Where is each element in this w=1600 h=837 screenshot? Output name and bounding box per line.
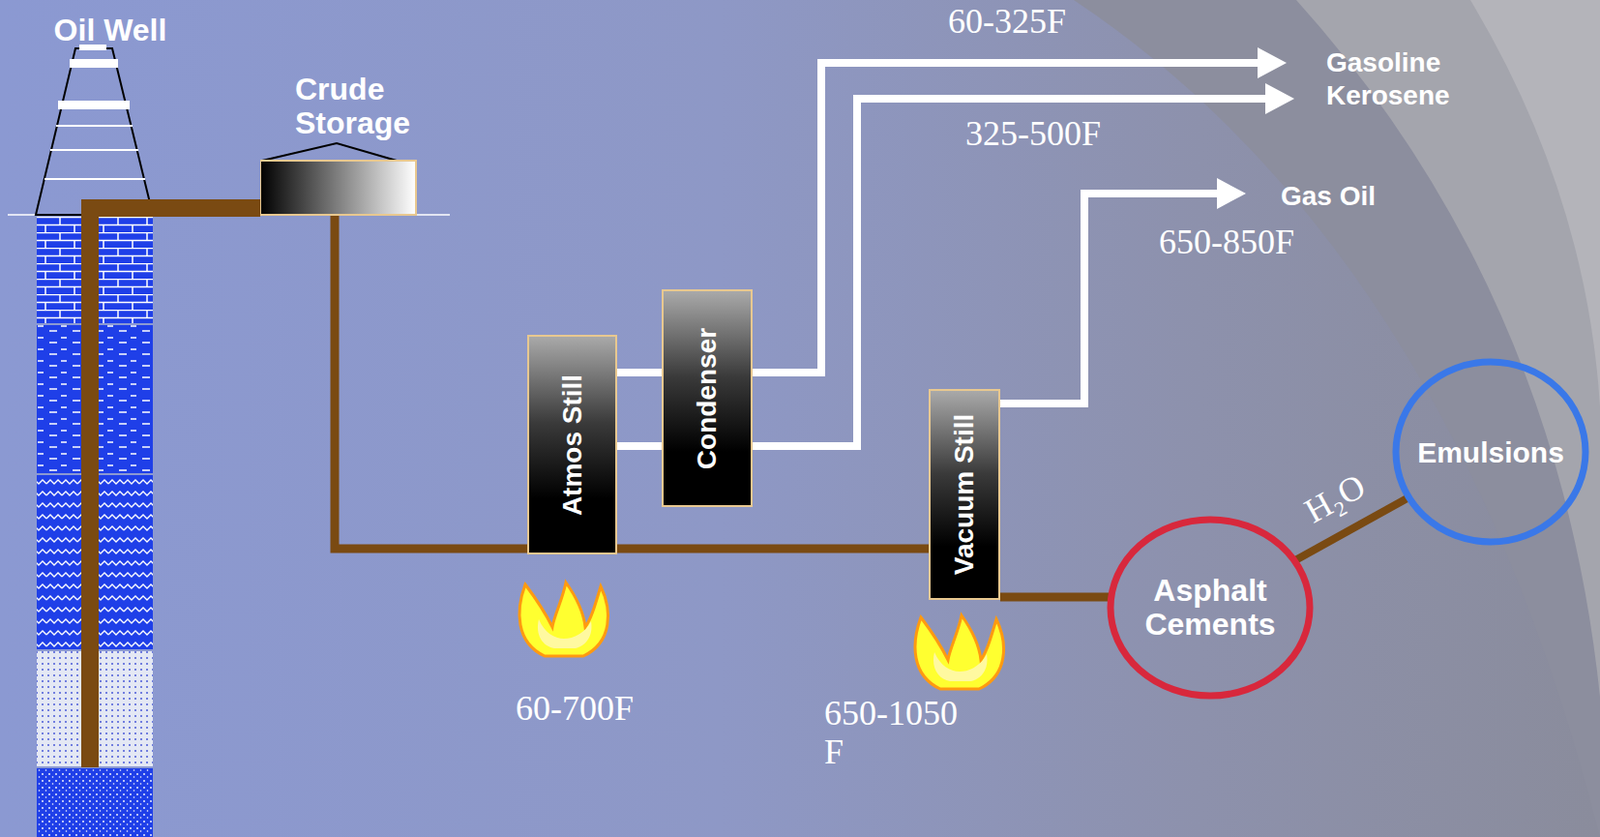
product-name: Kerosene — [1326, 81, 1451, 112]
burner-flame — [519, 582, 608, 656]
background-arc — [1296, 0, 1600, 697]
pipe-connector — [617, 544, 929, 554]
node-label: Crude Storage — [260, 72, 441, 141]
process-box: Vacuum Still — [928, 388, 1001, 600]
temperature-range: 650-1050 F — [824, 694, 979, 771]
temperature-range: 60-325F — [948, 2, 1067, 42]
pipe-connector — [617, 442, 662, 450]
oil-derrick — [35, 44, 153, 215]
product-circle: Asphalt Cements — [1106, 515, 1314, 700]
pipe-connector — [1000, 592, 1112, 602]
temperature-range: 650-850F — [1158, 223, 1295, 263]
product-name: Gas Oil — [1280, 181, 1376, 212]
pipe-connector — [334, 214, 528, 549]
figure-title: Oil Well — [54, 13, 168, 48]
temperature-range: 60-700F — [515, 689, 634, 729]
product-name: Gasoline — [1326, 48, 1441, 79]
product-circle: Emulsions — [1392, 357, 1590, 546]
well-pipe — [89, 207, 261, 768]
node-label: Vacuum Still — [948, 414, 980, 576]
pipe-connector — [617, 368, 662, 377]
node-label: Asphalt Cements — [1125, 573, 1295, 642]
process-box: Condenser — [661, 289, 753, 507]
node-label: Condenser — [691, 326, 723, 469]
burner-flame — [915, 615, 1004, 689]
temperature-range: 325-500F — [965, 115, 1101, 154]
node-label: Atmos Still — [557, 373, 589, 515]
background-arc — [1073, 0, 1600, 837]
process-box: Atmos Still — [527, 334, 618, 555]
background-arc — [1470, 0, 1600, 407]
node-label: Emulsions — [1417, 436, 1565, 469]
storage-tank: Crude Storage — [260, 72, 454, 217]
